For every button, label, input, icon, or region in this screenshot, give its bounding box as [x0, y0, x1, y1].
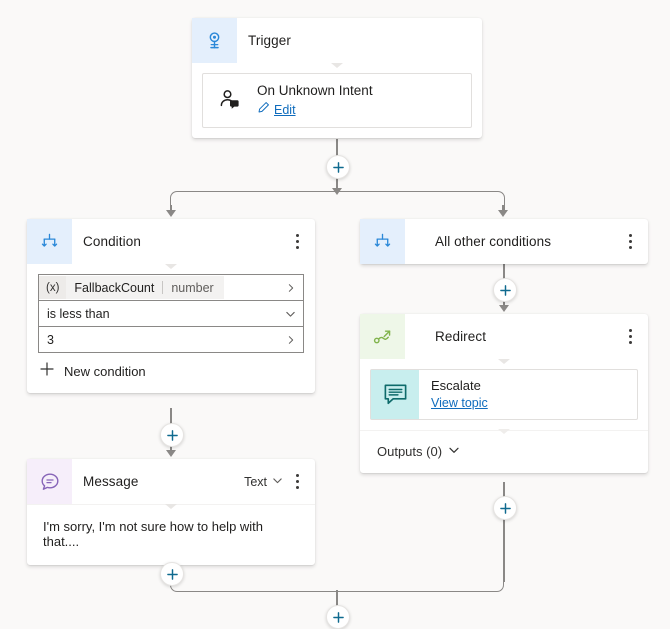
node-condition[interactable]: Condition (x) FallbackCount number: [27, 219, 315, 393]
outputs-label: Outputs (0): [377, 444, 443, 459]
kebab-menu-icon[interactable]: [621, 314, 639, 359]
view-topic-link[interactable]: View topic: [431, 396, 488, 410]
kebab-menu-icon[interactable]: [288, 459, 306, 504]
message-type-picker[interactable]: Text: [244, 459, 283, 504]
message-header: Message Text: [27, 459, 315, 504]
redirect-body: Escalate View topic Outputs (0): [360, 359, 648, 473]
arrow-to-all-other-conditions: [498, 210, 508, 217]
condition-value-row[interactable]: 3: [38, 326, 304, 353]
add-node-after-message[interactable]: [160, 562, 184, 586]
variable-type: number: [171, 280, 214, 295]
message-type-label: Text: [244, 474, 267, 489]
variable-prefix: (x): [39, 276, 67, 299]
variable-divider: [162, 281, 164, 294]
redirect-arrow-icon: [360, 314, 405, 359]
person-chat-icon: [203, 88, 257, 114]
connector-trigger-down: [336, 139, 338, 161]
condition-title: Condition: [83, 234, 141, 249]
node-all-other-conditions[interactable]: All other conditions: [360, 219, 648, 264]
redirect-topic-name: Escalate: [431, 378, 481, 393]
redirect-header: Redirect: [360, 314, 648, 359]
trigger-item-card[interactable]: On Unknown Intent Edit: [202, 73, 472, 128]
trigger-header: Trigger: [192, 18, 482, 63]
arrow-to-redirect: [499, 305, 509, 312]
plus-icon: [40, 362, 54, 381]
message-text[interactable]: I'm sorry, I'm not sure how to help with…: [27, 504, 315, 565]
pencil-icon: [257, 101, 270, 119]
condition-operator-row[interactable]: is less than: [38, 300, 304, 327]
message-title: Message: [83, 474, 139, 489]
condition-operator: is less than: [47, 306, 110, 321]
connector-redirect-down-2: [503, 518, 505, 582]
connector-merge-right: [336, 573, 504, 592]
connector-trigger-down-2: [336, 177, 338, 191]
arrow-to-message: [166, 450, 176, 457]
all-other-conditions-header: All other conditions: [360, 219, 648, 264]
new-condition-label: New condition: [64, 364, 146, 379]
connector-merge-left: [170, 573, 338, 592]
connector-split-right: [336, 191, 505, 212]
add-node-after-merge[interactable]: [326, 605, 350, 629]
condition-variable-row[interactable]: (x) FallbackCount number: [38, 274, 304, 301]
trigger-body: On Unknown Intent Edit: [192, 63, 482, 128]
connector-redirect-down: [503, 482, 505, 500]
connector-aoc-down: [503, 264, 505, 286]
trigger-item-title: On Unknown Intent: [257, 83, 373, 98]
connector-aoc-down-2: [503, 300, 505, 308]
condition-value: 3: [47, 332, 54, 347]
new-condition-button[interactable]: New condition: [27, 353, 315, 393]
connector-split-left: [170, 191, 339, 212]
kebab-menu-icon[interactable]: [621, 219, 639, 264]
trigger-title: Trigger: [248, 33, 291, 48]
connector-merge-down: [336, 590, 338, 607]
condition-body: (x) FallbackCount number is less than: [27, 264, 315, 393]
redirect-topic-card[interactable]: Escalate View topic: [370, 369, 638, 420]
chevron-down-icon: [448, 444, 460, 459]
chevron-down-icon: [272, 475, 283, 489]
all-other-conditions-title: All other conditions: [435, 234, 552, 249]
connector-condition-down: [170, 408, 172, 427]
chevron-right-icon: [286, 335, 296, 345]
arrow-to-condition: [166, 210, 176, 217]
branch-icon: [27, 219, 72, 264]
variable-name: FallbackCount: [74, 280, 155, 295]
variable-chip: (x) FallbackCount number: [39, 276, 224, 299]
add-node-after-condition[interactable]: [160, 423, 184, 447]
edit-link[interactable]: Edit: [274, 103, 296, 117]
kebab-menu-icon[interactable]: [288, 219, 306, 264]
add-node-after-all-other-conditions[interactable]: [493, 278, 517, 302]
add-node-after-redirect[interactable]: [493, 496, 517, 520]
redirect-topic-text: Escalate View topic: [419, 370, 488, 419]
redirect-outputs-toggle[interactable]: Outputs (0): [360, 430, 648, 473]
connector-right-down: [502, 205, 504, 214]
chat-bubble-icon: [371, 370, 419, 419]
condition-header: Condition: [27, 219, 315, 264]
node-message[interactable]: Message Text I'm sorry, I'm not sure how…: [27, 459, 315, 565]
connector-left-down: [170, 205, 172, 214]
node-redirect[interactable]: Redirect Escalate View topic: [360, 314, 648, 473]
chevron-right-icon: [286, 283, 296, 293]
redirect-title: Redirect: [435, 329, 487, 344]
trigger-bolt-icon: [192, 18, 237, 63]
trigger-item-text: On Unknown Intent Edit: [257, 74, 373, 127]
message-bubble-icon: [27, 459, 72, 504]
message-body: I'm sorry, I'm not sure how to help with…: [27, 504, 315, 565]
chevron-down-icon: [285, 308, 296, 319]
add-node-after-trigger[interactable]: [326, 155, 350, 179]
node-trigger[interactable]: Trigger On Unknown Intent: [192, 18, 482, 138]
branch-icon: [360, 219, 405, 264]
connector-condition-down-2: [170, 445, 172, 454]
